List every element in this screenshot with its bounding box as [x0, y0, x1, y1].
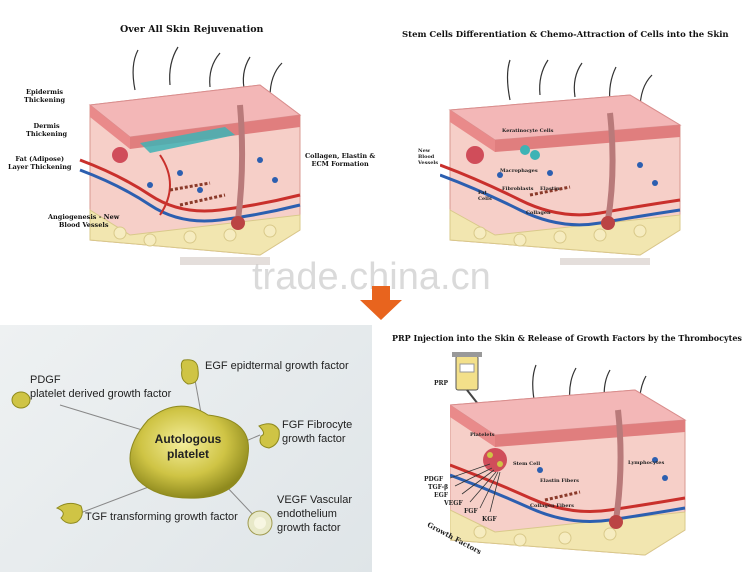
label-elastin-fibers: Elastin Fibers	[540, 478, 579, 484]
watermark: trade.china.cn	[252, 256, 491, 298]
label-lymphocytes: Lymphocytes	[628, 460, 665, 466]
panel-title-prp-injection: PRP Injection into the Skin & Release of…	[392, 333, 742, 343]
label-fat-line1: Fat (Adipose)	[15, 155, 65, 163]
panel-title-stem-cells: Stem Cells Differentiation & Chemo-Attra…	[402, 30, 729, 40]
label-fat-layer: Fat (Adipose) Layer Thickening	[8, 155, 71, 171]
factor-pdgf-name: PDGF	[30, 374, 61, 386]
skin-cross-section-illustration	[79, 46, 302, 265]
label-platelets: Platelets	[470, 432, 495, 438]
tgf-platelet-icon	[55, 502, 83, 524]
factor-vegf-line3: growth factor	[277, 522, 341, 534]
label-dermis-line1: Dermis	[33, 122, 60, 130]
label-angiogenesis: Angiogenesis - New Blood Vessels	[48, 213, 119, 229]
label-collagen-line1: Collagen, Elastin &	[305, 152, 376, 160]
label-fat-line2: Layer Thickening	[8, 163, 72, 171]
factor-fgf-line1: FGF Fibrocyte	[282, 419, 353, 431]
gf-pdgf: PDGF	[424, 476, 444, 483]
label-new-blood-vessels: New Blood Vessels	[418, 148, 438, 166]
label-fat-cells: Fat Cells	[478, 190, 492, 202]
label-fat-cells-2: Cells	[478, 196, 492, 202]
label-fibroblasts: Fibroblasts	[502, 186, 534, 192]
label-angio-line1: Angiogenesis - New	[48, 213, 120, 221]
fgf-platelet-icon	[258, 423, 280, 449]
label-epidermis-line2: Thickening	[24, 96, 66, 104]
prp-syringe-icon	[452, 352, 482, 405]
gf-tgf-beta: TGF-β	[428, 484, 449, 491]
gf-egf: EGF	[434, 492, 448, 499]
label-stem-cell: Stem Cell	[513, 461, 541, 467]
label-collagen-tr: Collagen	[526, 210, 551, 216]
center-platelet-label: Autologous platelet	[148, 432, 228, 462]
factor-fgf: FGF Fibrocyte growth factor	[282, 418, 352, 446]
label-fat-cells-1: Fat	[478, 190, 487, 196]
growth-factor-list: PDGF TGF-β EGF VEGF FGF KGF	[424, 476, 497, 524]
factor-pdgf-desc: platelet derived growth factor	[30, 388, 172, 400]
label-epidermis: Epidermis Thickening	[24, 88, 65, 104]
factor-vegf-line2: endothelium	[277, 508, 337, 520]
autologous-platelet-blob	[129, 405, 249, 499]
gf-kgf: KGF	[482, 516, 497, 523]
label-blood: Blood	[418, 154, 435, 160]
label-macrophages: Macrophages	[500, 168, 538, 174]
label-angio-line2: Blood Vessels	[58, 221, 109, 229]
panel-title-rejuvenation: Over All Skin Rejuvenation	[120, 24, 264, 35]
factor-vegf: VEGF Vascular endothelium growth factor	[277, 493, 352, 535]
factor-pdgf: PDGF platelet derived growth factor	[30, 373, 171, 401]
factor-vegf-line1: VEGF Vascular	[277, 494, 352, 506]
skin-stem-cells-illustration	[440, 59, 682, 265]
label-dermis-line2: Thickening	[26, 130, 68, 138]
gf-fgf: FGF	[464, 508, 478, 515]
down-arrow-icon	[360, 286, 402, 320]
center-label-line1: Autologous	[154, 432, 222, 446]
label-keratinocyte: Keratinocyte Cells	[502, 128, 554, 134]
gf-vegf: VEGF	[444, 500, 463, 507]
center-label-line2: platelet	[166, 447, 209, 461]
label-collagen-fibers: Collagen Fibers	[530, 503, 574, 509]
label-collagen-ecm: Collagen, Elastin & ECM Formation	[305, 152, 375, 168]
label-epidermis-line1: Epidermis	[26, 88, 64, 96]
label-new: New	[418, 148, 431, 154]
factor-egf: EGF epidtermal growth factor	[205, 360, 349, 372]
label-vessels: Vessels	[418, 160, 439, 166]
skin-prp-illustration	[450, 364, 687, 556]
pdgf-platelet-icon	[11, 391, 31, 409]
label-dermis: Dermis Thickening	[26, 122, 67, 138]
factor-fgf-line2: growth factor	[282, 433, 346, 445]
factor-tgf: TGF transforming growth factor	[85, 511, 238, 523]
vegf-platelet-icon	[247, 510, 273, 536]
label-prp: PRP	[434, 380, 449, 387]
label-collagen-line2: ECM Formation	[311, 160, 369, 168]
egf-platelet-icon	[180, 359, 199, 385]
label-elastin: Elastin	[540, 186, 560, 192]
